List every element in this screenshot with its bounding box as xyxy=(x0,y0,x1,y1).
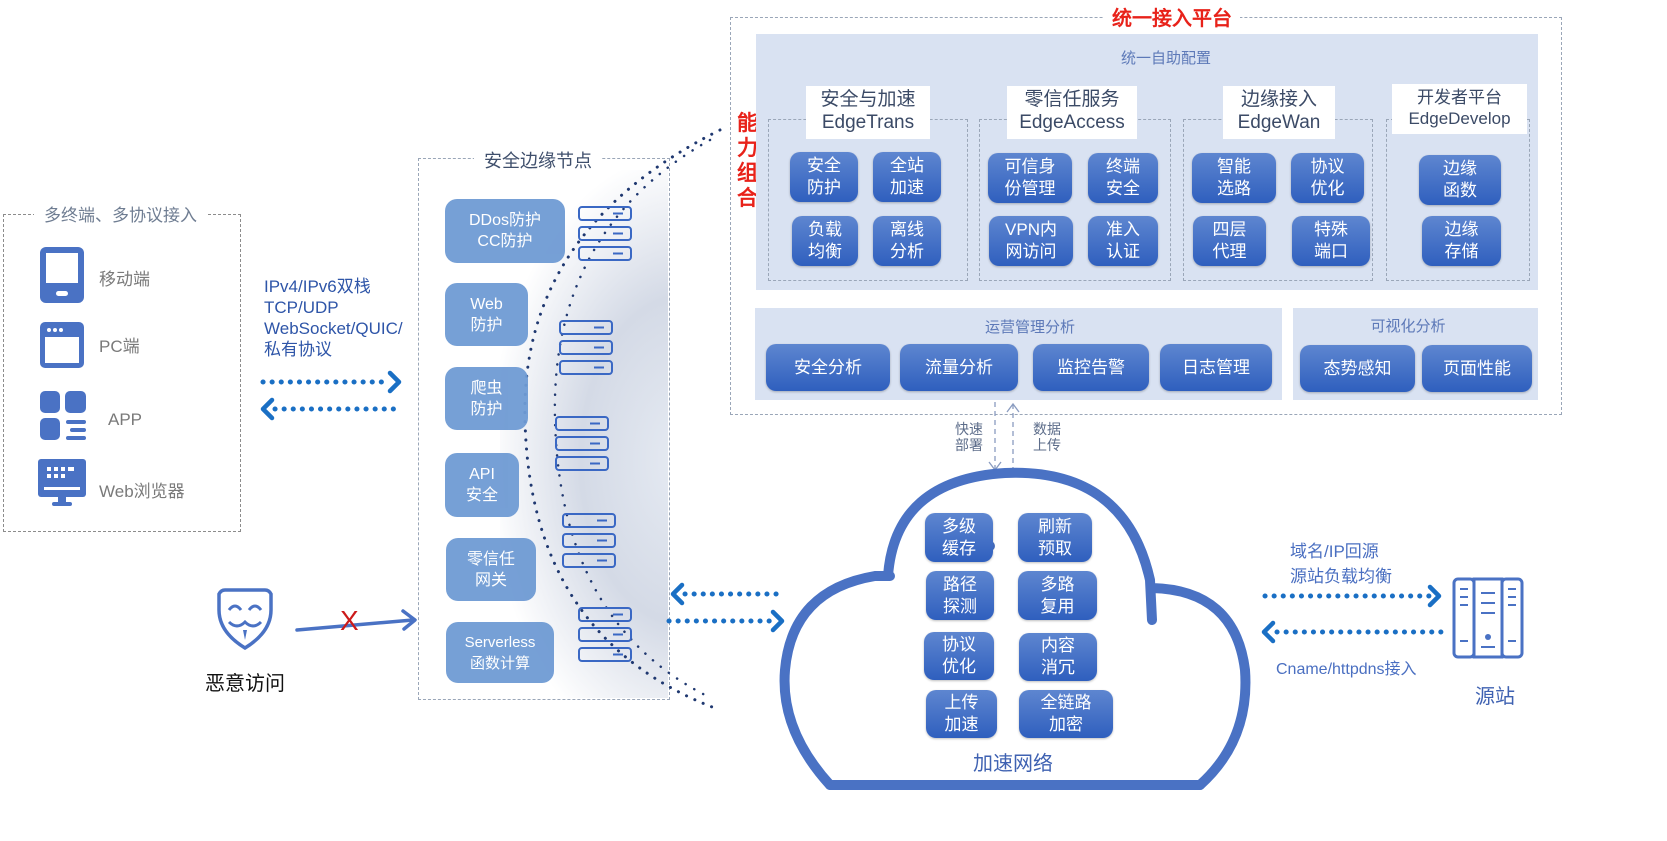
origin-label: 源站 xyxy=(1475,686,1515,708)
capability-item[interactable]: 全站 加速 xyxy=(873,152,941,202)
app-grid-icon xyxy=(40,391,86,440)
server-stack-icon xyxy=(559,320,613,375)
deploy-label: 快速 部署 xyxy=(955,421,983,453)
capability-item[interactable]: 离线 分析 xyxy=(873,216,941,266)
protocol-line-2: TCP/UDP xyxy=(264,298,339,317)
arrow-head-left xyxy=(260,397,275,421)
capability-item[interactable]: 安全 防护 xyxy=(790,152,858,202)
accel-item[interactable]: 刷新 预取 xyxy=(1018,513,1092,562)
origin-top-label: 域名/IP回源 源站负载均衡 xyxy=(1290,542,1392,586)
mobile-icon xyxy=(40,247,84,303)
capability-item[interactable]: 智能 选路 xyxy=(1192,153,1276,203)
upload-label: 数据 上传 xyxy=(1033,421,1061,453)
edge-item-crawler: 爬虫 防护 xyxy=(445,367,528,430)
edge-item-ddos-cc: DDos防护 CC防护 xyxy=(445,199,565,263)
server-stack-icon xyxy=(578,607,632,662)
capability-item[interactable]: VPN内 网访问 xyxy=(989,216,1073,266)
protocol-line-1: IPv4/IPv6双栈 xyxy=(264,277,371,296)
accel-item[interactable]: 路径 探测 xyxy=(926,571,994,620)
capability-item[interactable]: 特殊 端口 xyxy=(1292,216,1370,266)
server-stack-icon xyxy=(562,513,616,568)
capability-code: EdgeDevelop xyxy=(1392,107,1527,134)
ops-item[interactable]: 流量分析 xyxy=(900,344,1018,391)
accel-network-label: 加速网络 xyxy=(973,753,1053,775)
blocked-x-mark: X xyxy=(340,605,359,636)
clients-title: 多终端、多协议接入 xyxy=(34,201,207,226)
pc-window-icon xyxy=(40,322,84,368)
edge-item-zero-trust-gateway: 零信任 网关 xyxy=(446,538,536,601)
visual-item[interactable]: 页面性能 xyxy=(1422,345,1532,392)
capability-name: 开发者平台 xyxy=(1392,84,1527,109)
web-browser-monitor-icon xyxy=(38,459,86,506)
origin-bottom-label: Cname/httpdns接入 xyxy=(1276,661,1417,678)
capability-name: 边缘接入 xyxy=(1223,86,1335,111)
ops-item[interactable]: 监控告警 xyxy=(1033,344,1149,391)
capability-item[interactable]: 边缘 函数 xyxy=(1419,155,1501,205)
client-edge-arrows xyxy=(260,370,403,421)
ops-analysis-title: 运营管理分析 xyxy=(984,319,1075,336)
client-label-mobile: 移动端 xyxy=(99,270,150,289)
edge-item-api: API 安全 xyxy=(445,453,519,517)
capability-item[interactable]: 终端 安全 xyxy=(1088,153,1158,203)
accel-item[interactable]: 多路 复用 xyxy=(1018,571,1097,620)
protocol-line-4: 私有协议 xyxy=(264,340,332,359)
capability-name: 安全与加速 xyxy=(806,86,930,111)
deploy-upload-arrows xyxy=(988,402,1020,472)
accel-item[interactable]: 多级 缓存 xyxy=(925,513,993,562)
server-stack-icon xyxy=(578,206,632,261)
edge-item-serverless: Serverless 函数计算 xyxy=(446,622,554,683)
self-config-title: 统一自助配置 xyxy=(1120,50,1211,67)
protocol-line-3: WebSocket/QUIC/ xyxy=(264,319,403,338)
arrow-head-right xyxy=(387,370,402,394)
platform-title: 统一接入平台 xyxy=(1104,2,1240,31)
hacker-mask-icon xyxy=(217,588,273,651)
malicious-label: 恶意访问 xyxy=(205,673,285,695)
capability-combo-label: 能力组合 xyxy=(737,112,758,210)
accel-item[interactable]: 上传 加速 xyxy=(926,690,997,738)
server-stack-icon xyxy=(555,416,609,471)
capability-item[interactable]: 负载 均衡 xyxy=(792,216,858,266)
capability-item[interactable]: 准入 认证 xyxy=(1088,216,1158,266)
capability-code: EdgeAccess xyxy=(1007,111,1137,139)
client-label-app: APP xyxy=(108,410,143,429)
ops-item[interactable]: 安全分析 xyxy=(766,344,890,391)
cloud-origin-arrows xyxy=(1261,584,1450,644)
capability-item[interactable]: 可信身 份管理 xyxy=(988,153,1072,203)
capability-item[interactable]: 边缘 存储 xyxy=(1422,216,1501,266)
edge-item-web: Web 防护 xyxy=(445,283,528,346)
cloud-outline xyxy=(779,467,1251,790)
edge-cloud-arrows xyxy=(666,582,785,633)
accel-item[interactable]: 协议 优化 xyxy=(924,632,994,680)
visual-item[interactable]: 态势感知 xyxy=(1300,345,1415,392)
capability-item[interactable]: 协议 优化 xyxy=(1291,153,1364,203)
client-label-pc: PC端 xyxy=(99,337,140,356)
client-label-web: Web浏览器 xyxy=(99,482,185,501)
capability-code: EdgeTrans xyxy=(806,111,930,139)
visual-analysis-title: 可视化分析 xyxy=(1370,318,1446,335)
capability-name: 零信任服务 xyxy=(1007,86,1137,111)
capability-item[interactable]: 四层 代理 xyxy=(1193,216,1266,266)
blocked-arrow xyxy=(295,609,417,632)
ops-item[interactable]: 日志管理 xyxy=(1160,344,1272,391)
server-rack-icon xyxy=(1452,577,1524,659)
accel-item[interactable]: 内容 消冗 xyxy=(1019,633,1097,681)
edge-node-title: 安全边缘节点 xyxy=(474,147,602,173)
accel-item[interactable]: 全链路 加密 xyxy=(1019,690,1113,738)
edge-dotted-curves xyxy=(523,128,722,712)
capability-code: EdgeWan xyxy=(1223,111,1335,139)
